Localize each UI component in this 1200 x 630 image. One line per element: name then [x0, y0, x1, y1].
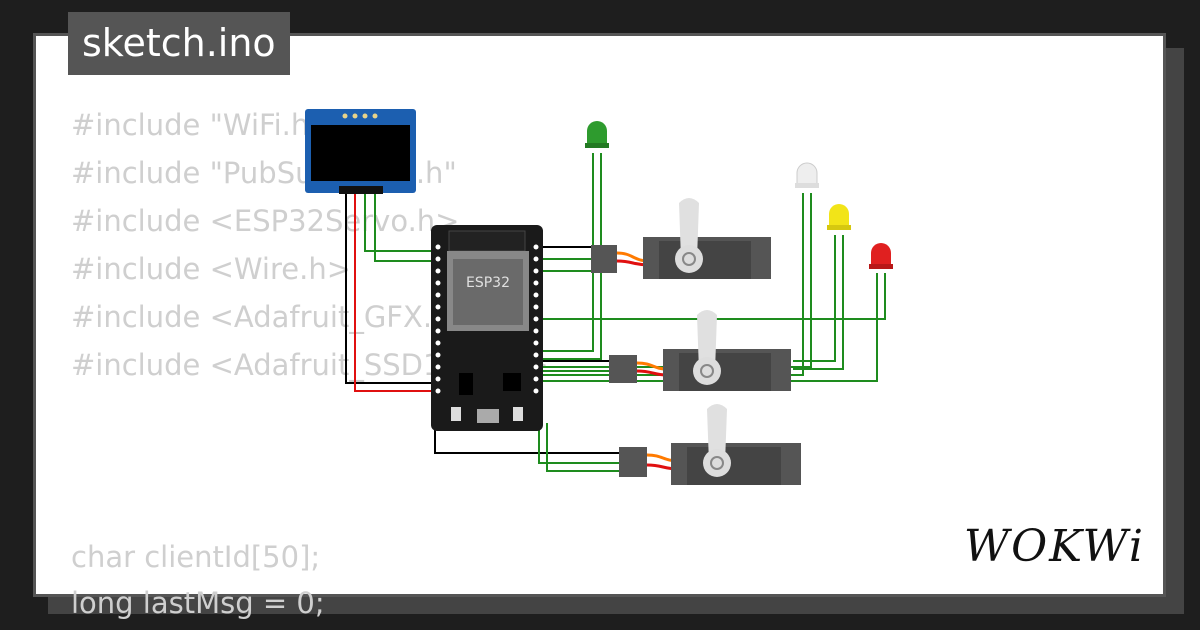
wokwi-logo: WOKWi: [963, 521, 1145, 572]
servo-bottom[interactable]: [619, 404, 801, 485]
header-pins: [435, 244, 539, 394]
led-green[interactable]: [585, 121, 609, 148]
led-red[interactable]: [869, 243, 893, 269]
code-line: #include "WiFi.h": [71, 108, 323, 142]
code-line: #include <Wire.h>: [71, 252, 352, 286]
code-line: char clientId[50];: [71, 540, 321, 574]
code-line: #include <ESP32Servo.h>: [71, 204, 460, 238]
servo-middle[interactable]: [609, 310, 791, 391]
esp32-board[interactable]: ESP32: [431, 225, 543, 431]
servo-top[interactable]: [591, 198, 771, 279]
oled-ground-wire: [345, 118, 435, 384]
circuit-diagram[interactable]: ESP32: [36, 36, 1169, 600]
oled-display[interactable]: [305, 109, 416, 194]
oled-power-wire: [354, 118, 435, 392]
preview-card: #include "WiFi.h" #include "PubSubClient…: [33, 33, 1169, 620]
board-label: ESP32: [466, 275, 510, 291]
code-line: #include <Adafruit_GFX.h>: [71, 300, 475, 334]
led-white[interactable]: [795, 162, 819, 188]
file-tab[interactable]: sketch.ino: [68, 12, 290, 75]
code-line: long lastMsg = 0;: [71, 586, 325, 620]
led-yellow[interactable]: [827, 204, 851, 230]
